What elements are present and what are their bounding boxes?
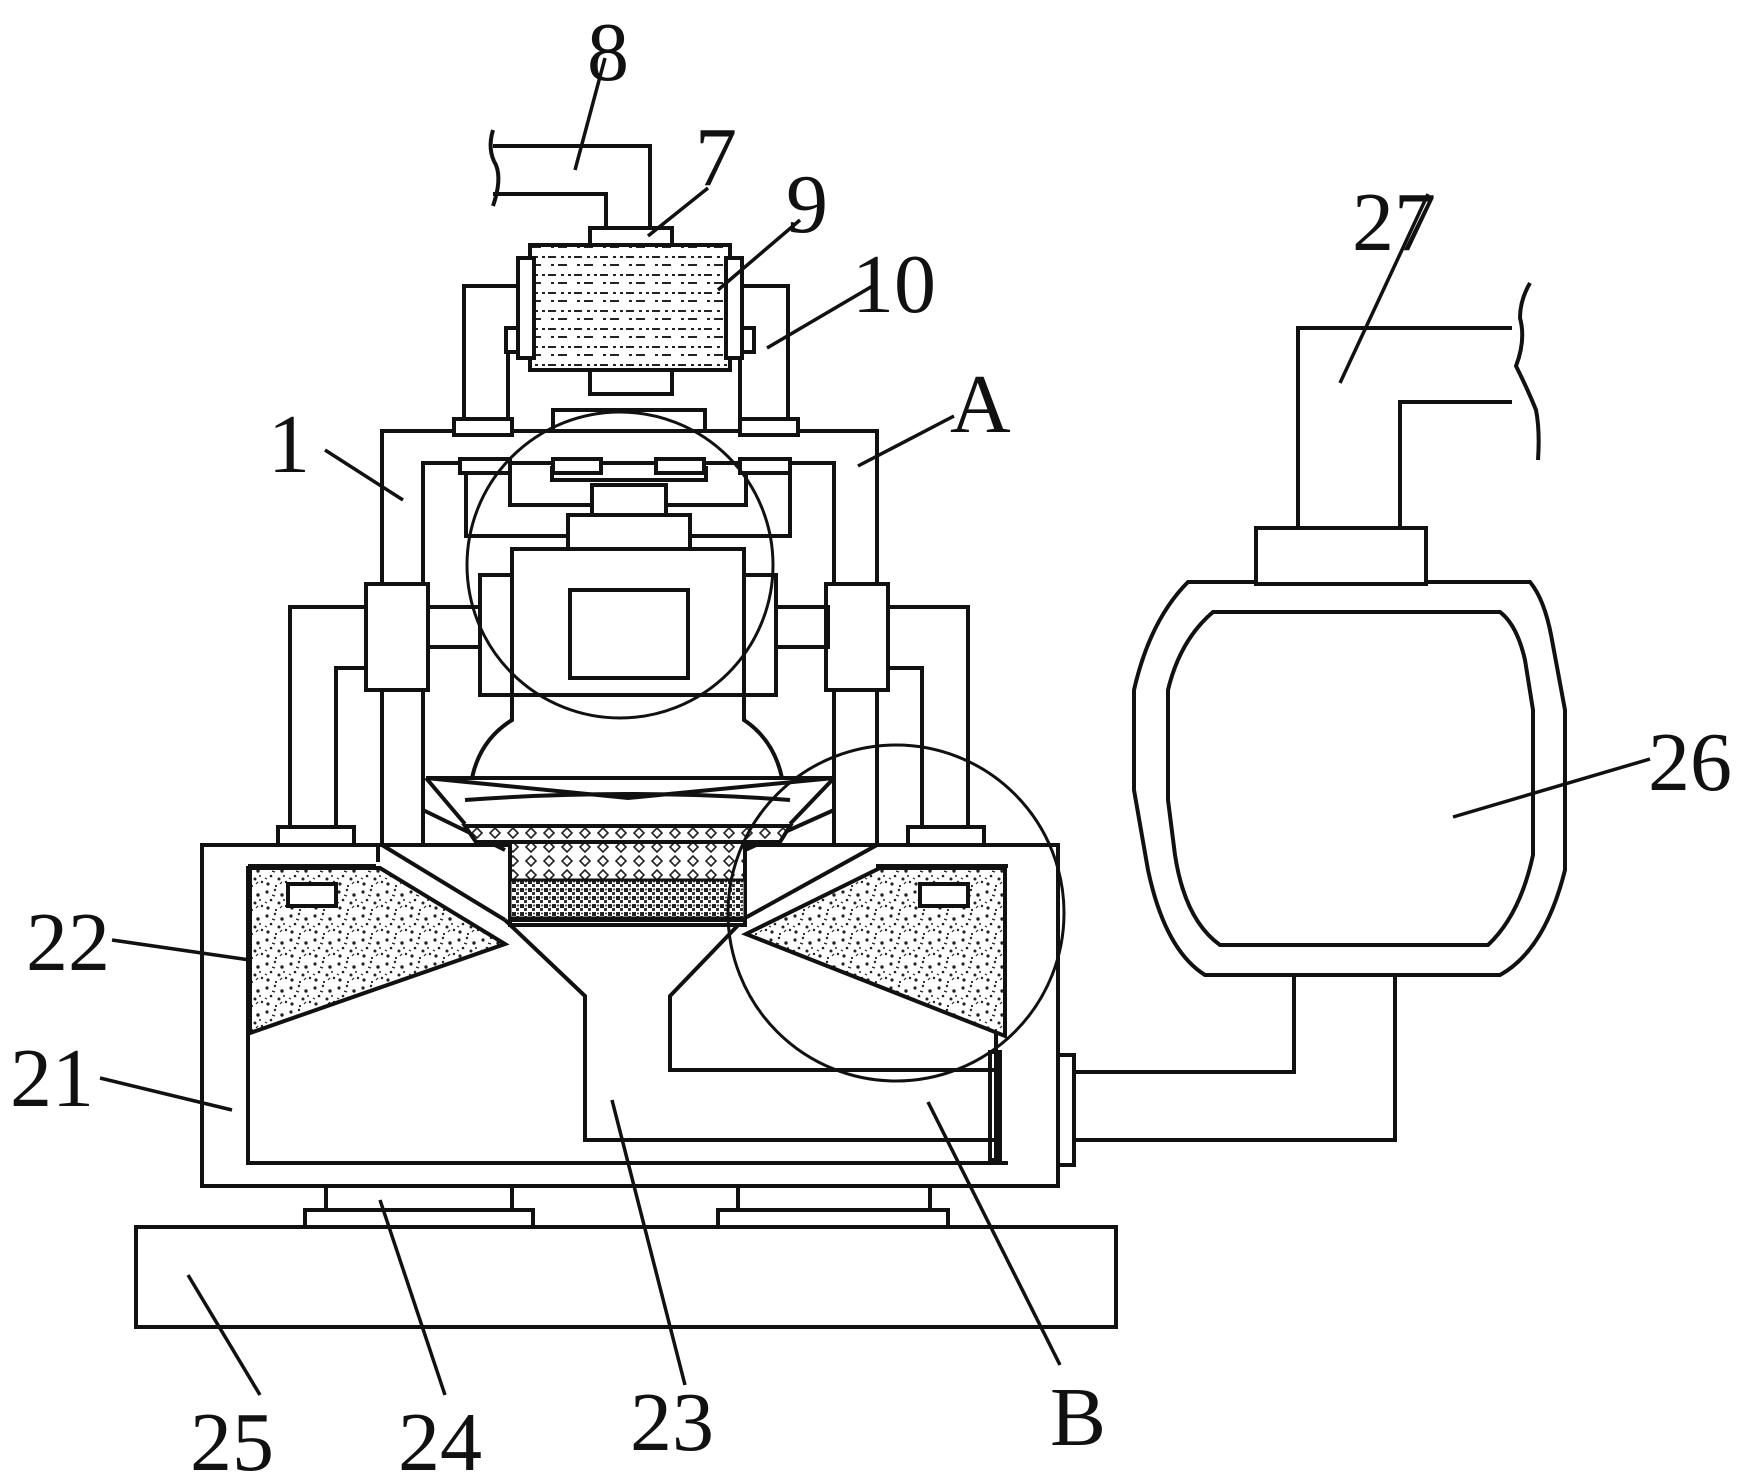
side-clamps	[364, 573, 890, 697]
label-27: 27	[1352, 176, 1436, 269]
support-feet	[303, 1184, 950, 1229]
label-10: 10	[852, 238, 936, 331]
label-23: 23	[630, 1376, 714, 1469]
label-21: 21	[10, 1032, 94, 1125]
label-9: 9	[786, 158, 828, 251]
label-24: 24	[398, 1396, 482, 1483]
label-8: 8	[587, 6, 629, 99]
inlet-pipe	[488, 129, 652, 228]
label-22: 22	[26, 896, 110, 989]
label-7: 7	[695, 111, 737, 204]
separator-tank	[1132, 526, 1567, 977]
outlet-pipe	[1296, 281, 1541, 528]
label-25: 25	[190, 1396, 274, 1483]
label-26: 26	[1648, 716, 1732, 809]
label-B: B	[1050, 1371, 1106, 1464]
pump-unit	[516, 226, 744, 396]
reference-labels: 8 7 9 10 A 1 27 26 22 21 25 24 23 B	[10, 6, 1732, 1483]
detail-circles	[465, 410, 1066, 1083]
leader-lines	[99, 57, 1651, 1396]
return-pipe	[988, 975, 1397, 1167]
filter-media	[248, 866, 1007, 1039]
label-A: A	[950, 358, 1011, 451]
rotating-disc	[424, 776, 836, 922]
base-plate	[134, 1225, 1118, 1329]
label-1: 1	[268, 398, 310, 491]
motor-housing	[464, 466, 792, 780]
side-brackets	[276, 605, 986, 847]
